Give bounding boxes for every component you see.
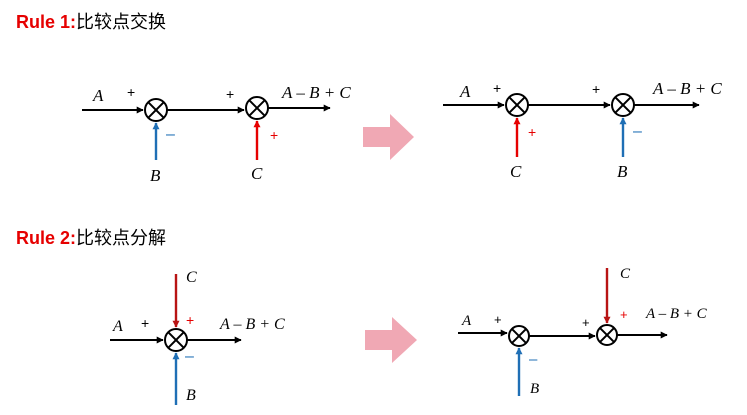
rule2-heading: Rule 2:比较点分解 — [16, 228, 166, 248]
minus-sign: – — [185, 348, 194, 365]
output-label: A – B + C — [281, 83, 351, 102]
b-label: B — [530, 381, 539, 397]
c-label: C — [186, 269, 197, 286]
rule2-title: 比较点分解 — [76, 228, 167, 248]
rule1-label: Rule 1: — [16, 12, 77, 32]
transform-arrow-icon — [365, 317, 417, 363]
rule1-left-diagram: A + B – + C + A – B + C — [82, 83, 351, 185]
plus-sign: + — [528, 124, 536, 140]
plus-sign: + — [186, 312, 194, 328]
summing-junction-icon — [508, 325, 530, 347]
rule1-title: 比较点交换 — [76, 12, 167, 32]
b-label: B — [186, 387, 196, 404]
rule2-left-diagram: A + C + B – A – B + C — [110, 269, 285, 405]
plus-sign: + — [592, 81, 600, 97]
summing-junction-icon — [596, 324, 618, 346]
plus-sign: + — [582, 315, 590, 330]
summing-junction-icon — [144, 98, 168, 122]
summing-junction-icon — [611, 93, 635, 117]
output-label: A – B + C — [652, 79, 722, 98]
minus-sign: – — [166, 126, 175, 143]
plus-sign: + — [494, 312, 502, 327]
minus-sign: – — [633, 123, 642, 140]
plus-sign: + — [620, 307, 628, 322]
c-label: C — [510, 162, 522, 181]
output-label: A – B + C — [645, 306, 708, 322]
plus-sign: + — [493, 80, 501, 96]
plus-sign: + — [226, 86, 234, 102]
c-label: C — [620, 266, 631, 282]
rule2-label: Rule 2: — [16, 228, 77, 248]
c-label: C — [251, 164, 263, 183]
b-label: B — [617, 162, 628, 181]
plus-sign: + — [270, 127, 278, 143]
summing-junction-icon — [505, 93, 529, 117]
output-label: A – B + C — [219, 316, 285, 333]
summing-junction-icon — [164, 328, 188, 352]
b-label: B — [150, 166, 161, 185]
rule2-right-diagram: A + B – + C + A – B + C — [458, 266, 708, 397]
summing-junction-icon — [245, 96, 269, 120]
plus-sign: + — [141, 315, 149, 331]
rule1-right-diagram: A + C + + B – A – B + C — [443, 79, 722, 181]
a-label: A — [112, 318, 123, 335]
transform-arrow-icon — [363, 114, 414, 160]
rule1-heading: Rule 1:比较点交换 — [16, 12, 166, 32]
plus-sign: + — [127, 84, 135, 100]
minus-sign: – — [529, 351, 538, 368]
a-label: A — [461, 313, 472, 329]
a-label: A — [459, 82, 471, 101]
a-label: A — [92, 86, 104, 105]
